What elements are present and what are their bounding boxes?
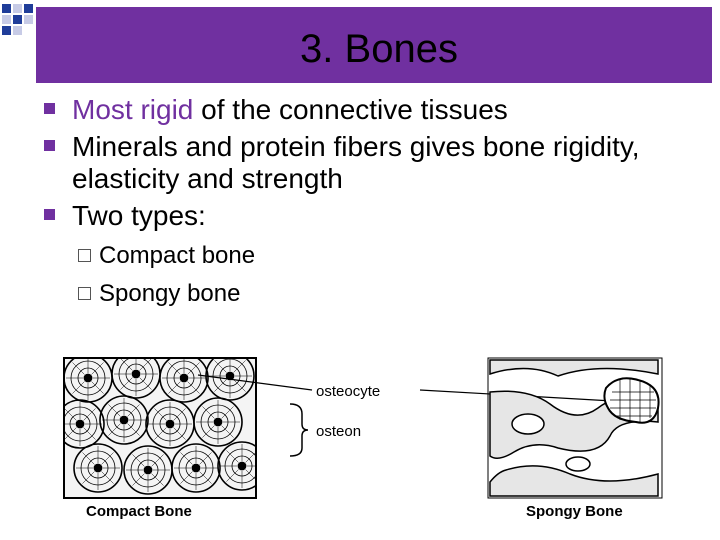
canaliculus-line <box>108 404 121 417</box>
canaliculus-line <box>245 469 256 481</box>
sub-bullet-item: Spongy bone <box>44 280 704 308</box>
compact-bone-caption: Compact Bone <box>86 503 192 520</box>
osteon-bracket <box>289 403 309 457</box>
corner-decoration <box>0 0 60 60</box>
osteon-ring <box>119 415 129 425</box>
canaliculus-line <box>173 408 186 421</box>
canaliculus-line <box>139 358 152 371</box>
canaliculus-line <box>127 423 140 436</box>
sub-bullet-text: Spongy bone <box>99 280 241 307</box>
osteon-ring <box>217 441 256 491</box>
canaliculus-line <box>180 452 193 465</box>
osteon-ring <box>213 417 223 427</box>
square-bullet-icon <box>44 103 55 114</box>
canaliculus-line <box>214 379 227 392</box>
hollow-square-bullet-icon <box>78 287 91 300</box>
canaliculus-line <box>82 471 95 484</box>
compact-bone-drawing <box>63 357 257 499</box>
osteon-ring <box>73 443 123 493</box>
canaliculus-line <box>180 471 193 484</box>
title-bar: 3. Bones <box>36 7 712 83</box>
canaliculus-line <box>154 408 167 421</box>
bullet-item: Minerals and protein fibers gives bone r… <box>44 131 704 195</box>
bullet-item: Most rigid of the connective tissues <box>44 94 704 126</box>
canaliculus-line <box>221 406 234 419</box>
osteon-ring <box>131 369 141 379</box>
osteon-ring <box>64 399 105 449</box>
osteon-ring <box>225 371 235 381</box>
sub-bullet-text: Compact bone <box>99 242 256 269</box>
bullet-text: Minerals and protein fibers gives bone r… <box>72 131 640 194</box>
canaliculus-line <box>127 404 140 417</box>
sub-bullet-item: Compact bone <box>44 242 704 270</box>
canaliculus-line <box>199 452 212 465</box>
canaliculus-line <box>101 452 114 465</box>
osteocyte-label: osteocyte <box>316 383 380 400</box>
osteon-ring <box>191 463 201 473</box>
canaliculus-line <box>226 469 239 482</box>
canaliculus-line <box>168 381 181 394</box>
bullet-text: of the connective tissues <box>193 94 508 125</box>
spongy-bone-drawing <box>487 357 663 499</box>
canaliculus-line <box>132 454 145 467</box>
osteon-ring <box>237 461 247 471</box>
osteon-ring <box>171 443 221 493</box>
spongy-bone-caption: Spongy Bone <box>526 503 623 520</box>
canaliculus-line <box>233 360 246 373</box>
canaliculus-line <box>132 473 145 486</box>
bullet-text: Two types: <box>72 200 206 231</box>
bullet-item: Two types: <box>44 200 704 232</box>
canaliculus-line <box>173 427 186 440</box>
osteon-ring <box>179 373 189 383</box>
bullet-highlight: Most rigid <box>72 94 194 125</box>
square-bullet-icon <box>44 209 55 220</box>
canaliculus-line <box>64 427 77 440</box>
hollow-square-bullet-icon <box>78 249 91 262</box>
canaliculus-line <box>221 425 234 438</box>
osteocyte-leader-left <box>197 374 313 391</box>
osteon-ring <box>193 397 243 447</box>
canaliculus-line <box>72 381 85 394</box>
canaliculus-line <box>64 408 77 421</box>
square-bullet-icon <box>44 140 55 151</box>
canaliculus-line <box>233 379 246 392</box>
canaliculus-line <box>120 377 133 390</box>
canaliculus-line <box>139 377 152 390</box>
canaliculus-line <box>120 358 133 371</box>
osteon-ring <box>165 419 175 429</box>
slide-title: 3. Bones <box>300 27 458 71</box>
osteon-ring <box>99 395 149 445</box>
bone-illustration: osteocyte osteon Compact Bone Spongy Bon… <box>63 357 663 520</box>
canaliculus-line <box>83 408 96 421</box>
bullet-list: Most rigid of the connective tissues Min… <box>44 94 704 308</box>
canaliculus-line <box>83 427 96 440</box>
canaliculus-line <box>154 427 167 440</box>
canaliculus-line <box>151 454 164 467</box>
canaliculus-line <box>91 362 104 375</box>
canaliculus-line <box>101 471 114 484</box>
canaliculus-line <box>72 362 85 375</box>
canaliculus-line <box>82 452 95 465</box>
canaliculus-line <box>199 471 212 484</box>
canaliculus-line <box>187 362 200 375</box>
osteon-ring <box>159 358 209 403</box>
osteon-ring <box>75 419 85 429</box>
canaliculus-line <box>202 406 215 419</box>
osteon-label: osteon <box>316 423 361 440</box>
osteon-ring <box>83 373 93 383</box>
canaliculus-line <box>245 451 256 463</box>
canaliculus-line <box>187 381 200 394</box>
canaliculus-line <box>151 473 164 486</box>
canaliculus-line <box>226 450 239 463</box>
osteon-ring <box>143 465 153 475</box>
canaliculus-line <box>108 423 121 436</box>
canaliculus-line <box>202 425 215 438</box>
osteon-ring <box>93 463 103 473</box>
canaliculus-line <box>214 360 227 373</box>
canaliculus-line <box>168 362 181 375</box>
canaliculus-line <box>91 381 104 394</box>
